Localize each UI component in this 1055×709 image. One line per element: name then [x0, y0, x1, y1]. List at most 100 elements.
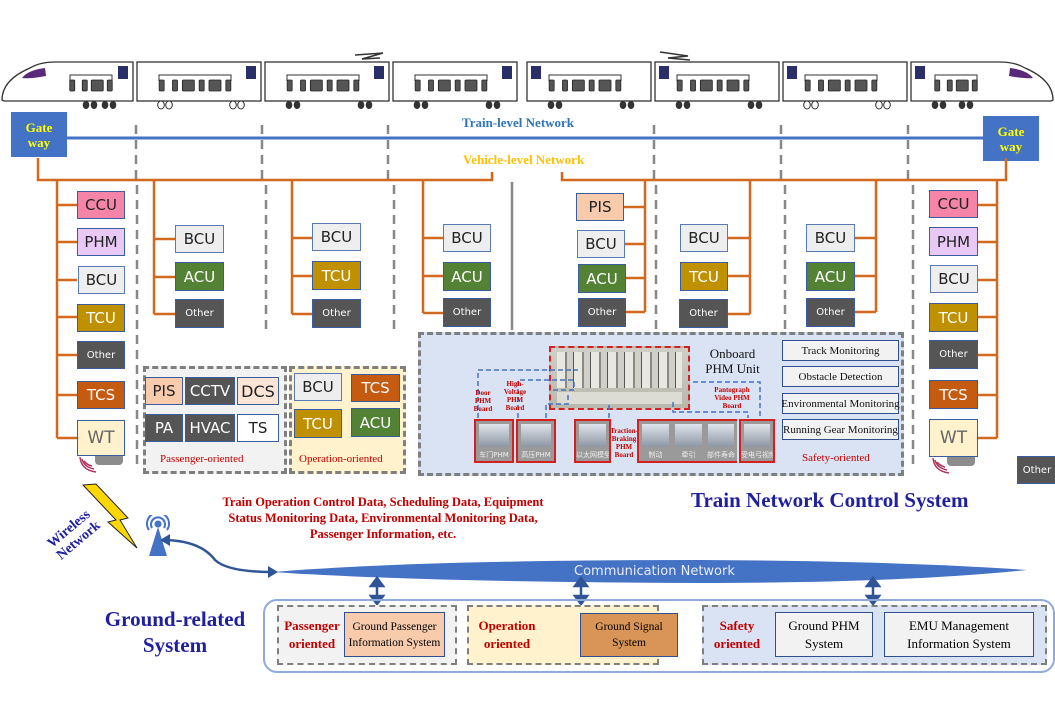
car-equipment-block — [690, 79, 696, 92]
car4-other[interactable]: Other — [443, 298, 491, 327]
onboard-pis[interactable]: PIS — [145, 377, 183, 405]
train-wheel — [683, 101, 691, 109]
car8-phm[interactable]: PHM — [929, 227, 978, 256]
car-bus-line — [158, 74, 232, 81]
ground-operation-label: Operation oriented — [478, 618, 536, 651]
onboard-hvac[interactable]: HVAC — [185, 414, 235, 442]
train-wheel — [939, 101, 947, 109]
gateway-right[interactable]: Gate way — [983, 116, 1039, 161]
car8-tcu[interactable]: TCU — [929, 303, 978, 332]
running-gear-monitoring[interactable]: Running Gear Monitoring — [782, 419, 899, 440]
pantograph-video-image[interactable]: 受电弓视频 — [739, 419, 775, 463]
car-equipment-block — [181, 79, 195, 92]
stray-other-box[interactable]: Other — [1017, 456, 1055, 484]
car-equipment-block — [571, 79, 585, 92]
train-wheel — [293, 101, 301, 109]
car7-bcu[interactable]: BCU — [806, 224, 855, 252]
safety-oriented-label: Safety-oriented — [802, 452, 870, 464]
car6-tcu[interactable]: TCU — [680, 262, 728, 291]
onboard-dcs[interactable]: DCS — [237, 377, 279, 405]
train-wheel — [755, 101, 763, 109]
car4-bcu[interactable]: BCU — [443, 224, 491, 252]
car1-ccu[interactable]: CCU — [77, 191, 125, 219]
car1-tcu[interactable]: TCU — [77, 304, 125, 332]
car5-pis[interactable]: PIS — [576, 193, 624, 221]
car8-wt[interactable]: WT — [929, 419, 978, 457]
door-phm-caption: 车门PHM — [479, 451, 509, 459]
obstacle-detection[interactable]: Obstacle Detection — [782, 366, 899, 387]
onboard-op-bcu[interactable]: BCU — [294, 373, 342, 401]
car7-other[interactable]: Other — [806, 298, 855, 327]
ground-passenger-information-system[interactable]: Ground Passenger Information System — [344, 612, 445, 657]
car8-tcs[interactable]: TCS — [929, 380, 978, 409]
car2-other[interactable]: Other — [175, 299, 224, 328]
gateway-left[interactable]: Gate way — [11, 112, 67, 157]
car5-bcu[interactable]: BCU — [577, 230, 625, 258]
car-equipment-block — [844, 79, 851, 92]
door-phm-photo — [479, 424, 509, 447]
onboard-ts[interactable]: TS — [237, 414, 279, 442]
car-equipment-block — [481, 79, 488, 92]
car8-other[interactable]: Other — [929, 340, 978, 369]
onboard-pa[interactable]: PA — [145, 414, 183, 442]
car1-other[interactable]: Other — [77, 341, 125, 369]
emu-management-information-system[interactable]: EMU Management Information System — [884, 612, 1034, 657]
car1-wt[interactable]: WT — [77, 420, 125, 456]
car2-acu[interactable]: ACU — [175, 262, 224, 291]
car6-bcu[interactable]: BCU — [680, 224, 728, 252]
onboard-op-tcu[interactable]: TCU — [294, 409, 342, 438]
onboard-op-tcs[interactable]: TCS — [351, 374, 400, 402]
door-phm-image[interactable]: 车门PHM — [474, 419, 514, 463]
car-equipment-block — [353, 79, 360, 92]
car3-bcu[interactable]: BCU — [312, 223, 361, 251]
communication-network-label[interactable]: Communication Network — [574, 564, 735, 579]
car5-other[interactable]: Other — [578, 298, 626, 327]
component-life-image: 部件寿命 — [705, 421, 737, 461]
car1-bcu[interactable]: BCU — [78, 266, 125, 294]
car-equipment-block — [172, 79, 178, 92]
car3-tcu[interactable]: TCU — [312, 261, 361, 290]
car5-acu[interactable]: ACU — [578, 264, 626, 293]
onboard-phm-unit-image[interactable] — [549, 346, 690, 410]
environmental-monitoring[interactable]: Environmental Monitoring — [781, 393, 900, 414]
data-description: Train Operation Control Data, Scheduling… — [222, 495, 544, 541]
train-level-network-label: Train-level Network — [462, 115, 575, 130]
onboard-cctv[interactable]: CCTV — [185, 377, 235, 405]
car6-other[interactable]: Other — [679, 299, 728, 328]
train-wheel — [619, 101, 627, 109]
car1-tcs[interactable]: TCS — [77, 381, 125, 409]
car-equipment-block — [437, 79, 451, 92]
traction-photo — [675, 424, 702, 447]
car3-other[interactable]: Other — [312, 299, 361, 328]
car8-ccu[interactable]: CCU — [929, 190, 978, 218]
car4-acu[interactable]: ACU — [443, 262, 491, 291]
car-equipment-block — [615, 79, 622, 92]
car-equipment-block — [716, 79, 723, 92]
train-wheel — [747, 101, 755, 109]
communication-network-shape — [272, 560, 1027, 583]
car1-phm[interactable]: PHM — [77, 228, 125, 256]
high-voltage-phm-image[interactable]: 高压PHM — [516, 419, 556, 463]
onboard-op-acu[interactable]: ACU — [351, 408, 400, 437]
ethernet-module-image[interactable]: 以太网模型 — [574, 419, 611, 463]
car8-bcu[interactable]: BCU — [930, 265, 978, 293]
car-equipment-block — [871, 79, 878, 92]
train-wheel — [627, 101, 635, 109]
train-wheel — [165, 100, 173, 110]
car1-wt-device-base — [95, 456, 123, 465]
car7-acu[interactable]: ACU — [806, 262, 855, 291]
car2-bcu[interactable]: BCU — [175, 225, 224, 253]
car-equipment-block — [454, 79, 461, 92]
car-bus-line — [676, 74, 750, 81]
car-equipment-block — [726, 79, 740, 92]
car8-wt-device-base — [947, 457, 975, 466]
ground-phm-system[interactable]: Ground PHM System — [775, 612, 873, 657]
car-equipment-block — [69, 79, 76, 92]
ground-signal-system[interactable]: Ground Signal System — [580, 613, 678, 657]
train-illustration — [1, 51, 1054, 110]
phm-board-connections — [477, 369, 761, 418]
train-wheel — [109, 101, 117, 109]
traction-braking-image-group[interactable]: 制动 牵引 部件寿命 — [637, 419, 737, 463]
ground-passenger-label: Passenger oriented — [284, 618, 340, 651]
track-monitoring[interactable]: Track Monitoring — [782, 340, 899, 361]
